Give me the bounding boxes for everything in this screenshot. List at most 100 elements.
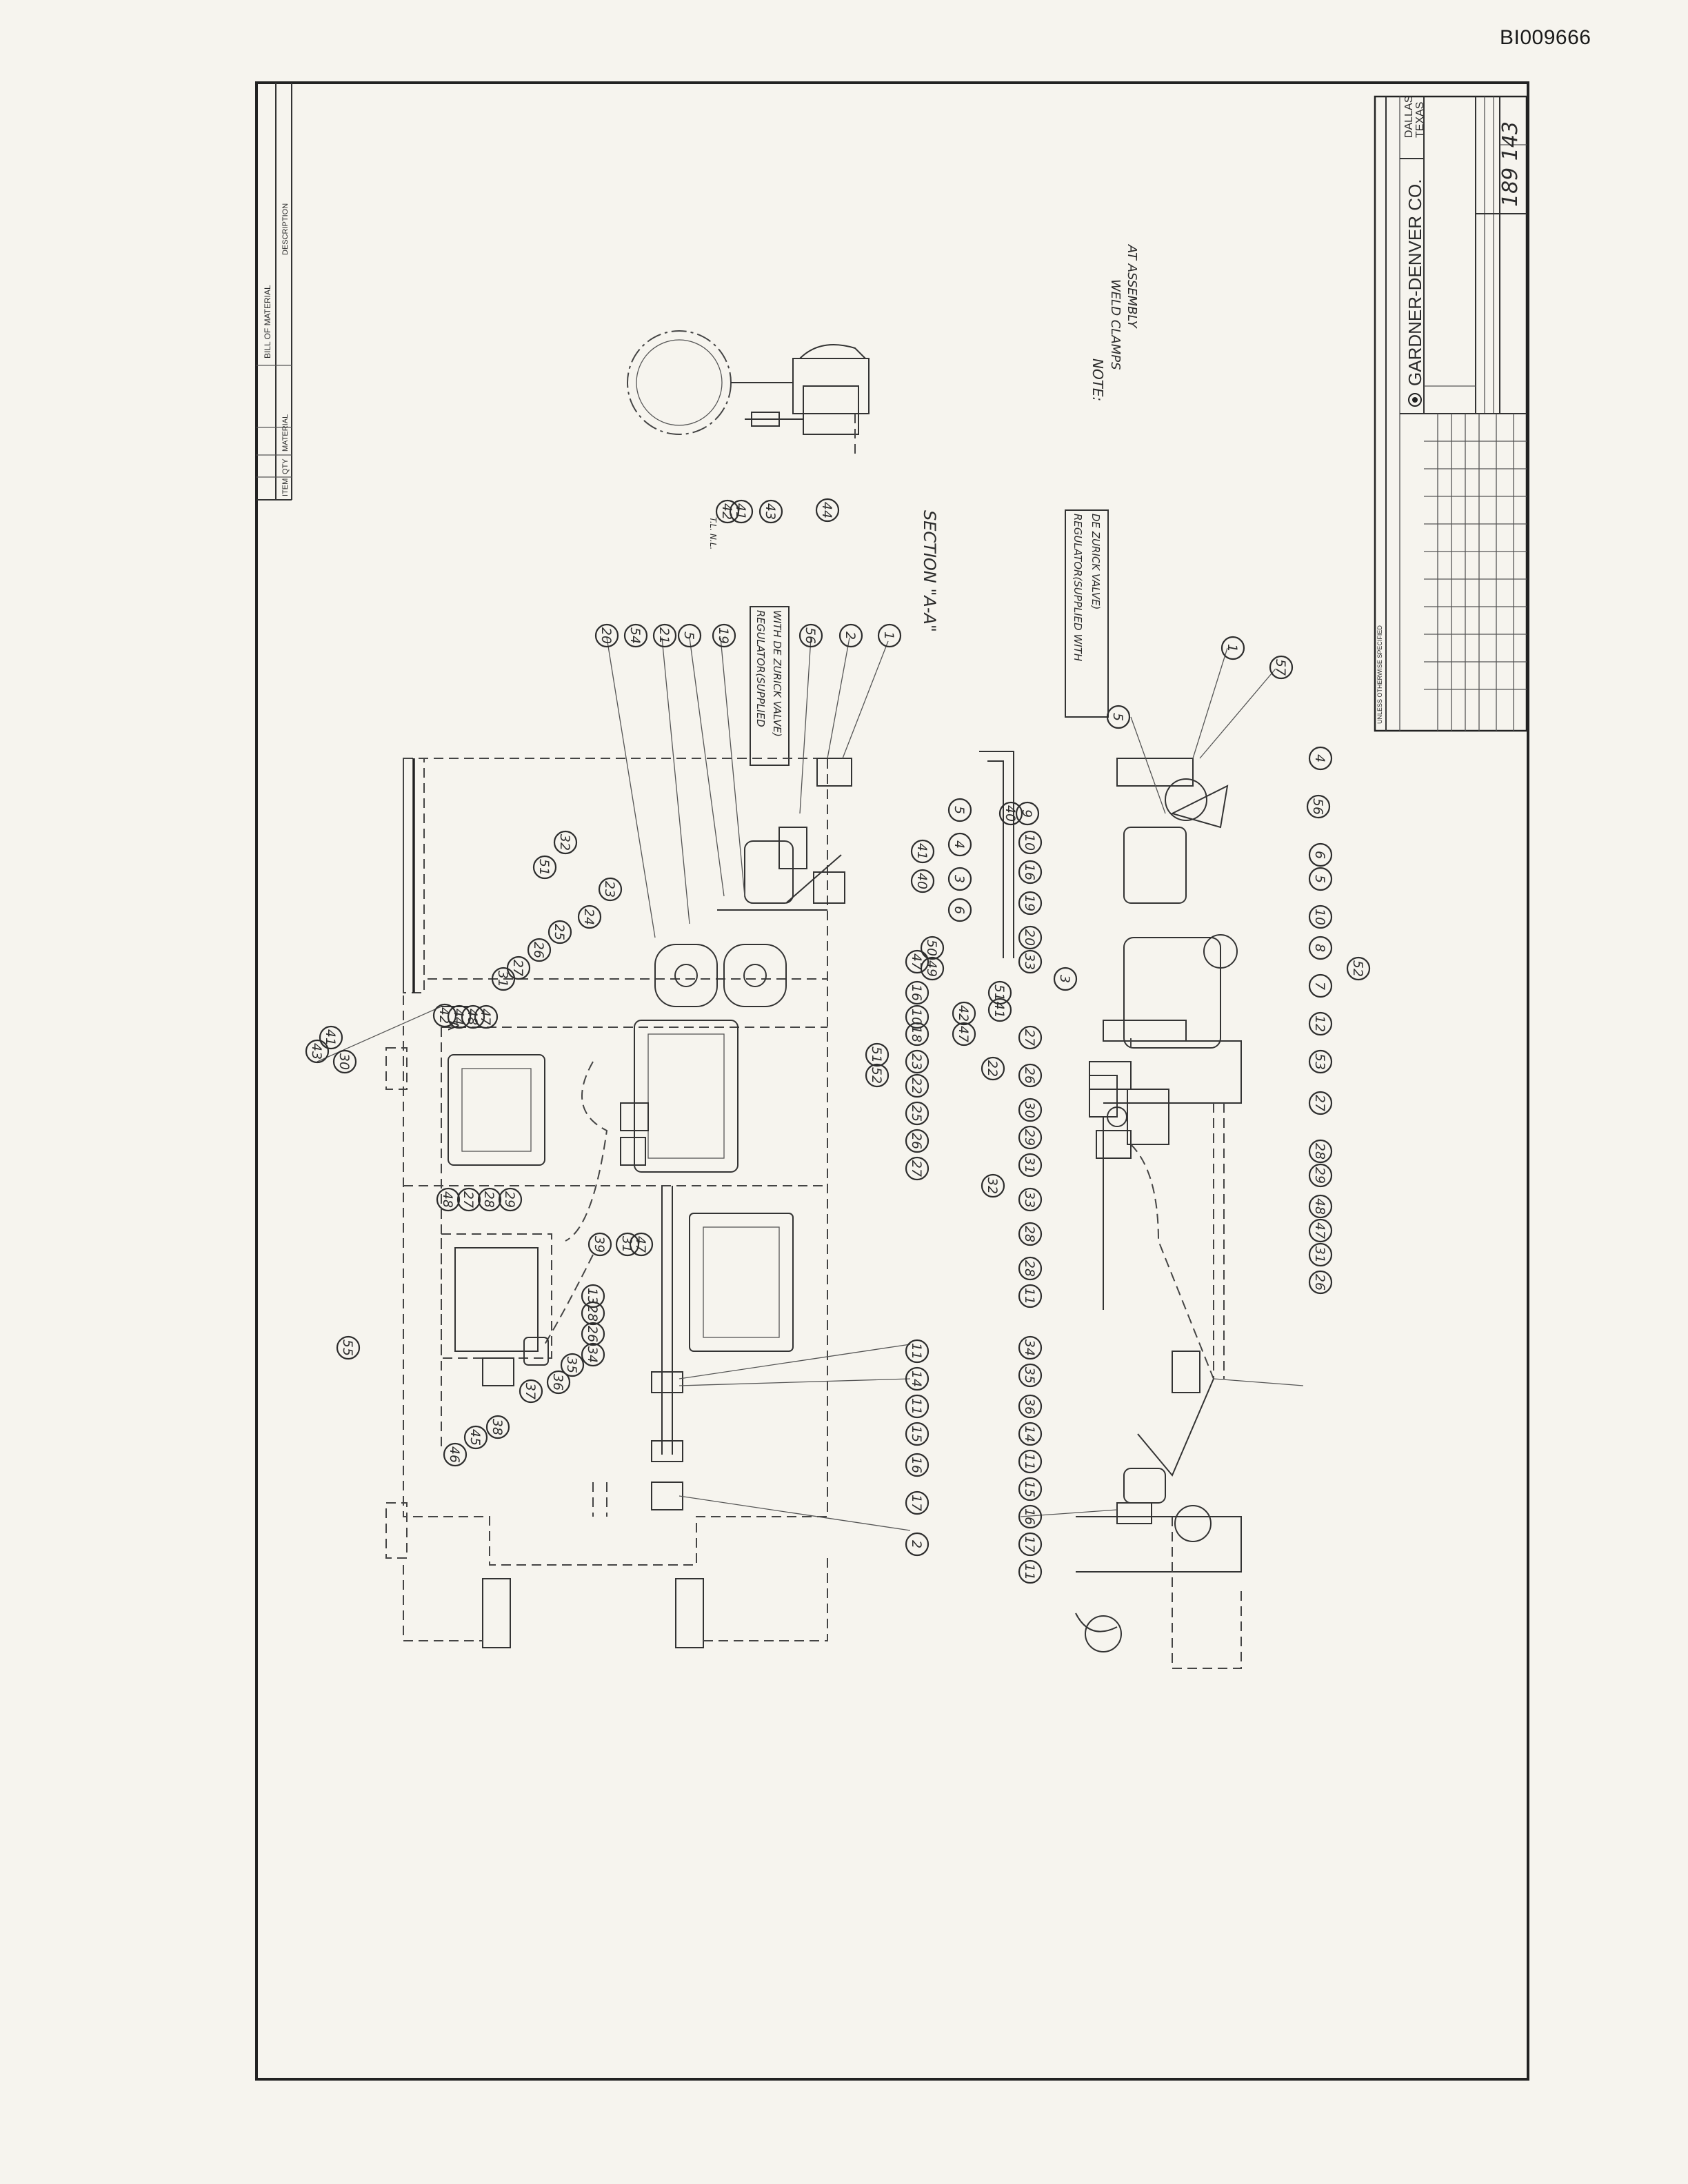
callout-number: 10: [1312, 909, 1327, 925]
callout-balloon: 40: [910, 869, 935, 893]
callout-balloon: 51: [865, 1042, 890, 1067]
callout-number: 22: [985, 1060, 1000, 1077]
callout-number: 10: [909, 1009, 924, 1025]
callout-number: 43: [763, 503, 778, 520]
callout-number: 26: [585, 1326, 600, 1342]
callout-balloon: 56: [798, 623, 823, 648]
callout-balloon: 18: [905, 1022, 930, 1046]
callout-number: 20: [1022, 929, 1037, 946]
callout-number: 43: [309, 1043, 324, 1060]
callout-balloon: 31: [491, 967, 516, 991]
callout-number: 41: [914, 843, 930, 860]
callout-balloon: 47: [1308, 1218, 1333, 1243]
callout-balloon: 25: [547, 920, 572, 944]
callout-number: 51: [992, 984, 1007, 1001]
callout-balloon: 20: [594, 623, 619, 648]
callout-balloon: 41: [729, 499, 754, 524]
callout-balloon: 27: [456, 1187, 481, 1212]
regulator-top-line1: REGULATOR(SUPPLIED: [754, 610, 767, 727]
callout-number: 34: [585, 1346, 600, 1363]
callout-number: 1: [1225, 644, 1240, 652]
callout-balloon: 13: [581, 1284, 605, 1308]
callout-balloon: 7: [1308, 973, 1333, 998]
nominal-label: T.L. N.L.: [708, 517, 718, 549]
regulator-bottom-line2: DE ZURICK VALVE): [1089, 514, 1102, 609]
callout-number: 5: [952, 806, 967, 814]
callout-number: 19: [716, 627, 731, 644]
callout-balloon: 29: [498, 1187, 523, 1212]
callout-number: 34: [1022, 1339, 1037, 1356]
callout-balloon: 11: [905, 1394, 930, 1419]
callout-number: 42: [956, 1005, 971, 1022]
callout-number: 41: [323, 1029, 338, 1046]
callout-number: 11: [1022, 1288, 1037, 1304]
callout-balloon: 33: [1018, 949, 1043, 974]
callout-balloon: 47: [952, 1022, 976, 1046]
callout-number: 27: [461, 1191, 476, 1208]
callout-balloon: 4: [947, 832, 972, 857]
callout-number: 31: [495, 971, 510, 987]
bom-col-item: ITEM: [281, 478, 290, 496]
callout-balloon: 1: [1220, 636, 1245, 660]
callout-balloon: 36: [546, 1370, 571, 1395]
callout-number: 3: [1057, 975, 1072, 983]
callout-number: 18: [909, 1026, 924, 1042]
callout-number: 3: [952, 875, 967, 883]
callout-number: 56: [1310, 798, 1325, 815]
callout-number: 47: [633, 1236, 648, 1253]
callout-balloon: 28: [581, 1301, 605, 1326]
callout-number: 14: [909, 1371, 924, 1387]
callout-balloon: 38: [485, 1415, 510, 1439]
callout-balloon: 51: [987, 980, 1012, 1005]
callout-balloon: 41: [319, 1025, 343, 1050]
section-a-a-detail: SECTION "A-A" T.L. N.L.: [627, 330, 939, 632]
callout-number: 51: [869, 1046, 884, 1063]
callout-number: 47: [1312, 1222, 1327, 1239]
callout-balloon: 35: [560, 1353, 585, 1377]
callout-balloon: 15: [1018, 1477, 1043, 1502]
callout-number: 35: [564, 1357, 579, 1373]
callout-number: 54: [627, 627, 643, 644]
callout-number: 5: [681, 631, 696, 640]
callout-balloon: 2: [905, 1532, 930, 1557]
callout-balloon: 41: [987, 998, 1012, 1022]
leader-lines: [316, 637, 1304, 1531]
callout-balloon: 11: [1018, 1559, 1043, 1584]
callout-balloon: 27: [1308, 1091, 1333, 1115]
callout-number: 39: [592, 1236, 607, 1253]
callout-balloon: 17: [905, 1490, 930, 1515]
callout-number: 46: [447, 1446, 462, 1463]
callout-balloon: 22: [905, 1073, 930, 1098]
callout-number: 29: [502, 1191, 517, 1208]
callout-balloon: 17: [1018, 1532, 1043, 1557]
callout-number: 30: [1022, 1102, 1037, 1118]
callout-number: 31: [619, 1236, 634, 1253]
callout-balloon: 50: [920, 936, 945, 960]
callout-number: 42: [436, 1007, 452, 1024]
callout-balloon: 26: [527, 938, 552, 962]
callout-balloon: 16: [905, 980, 930, 1005]
callout-balloon: 41: [910, 839, 935, 864]
callout-balloon: 39: [587, 1232, 612, 1257]
bom-col-material: MATERIAL: [281, 414, 290, 452]
callout-number: 44: [819, 502, 834, 518]
callout-balloon: 53: [1308, 1049, 1333, 1074]
callout-number: 33: [1022, 1191, 1037, 1208]
callout-number: 19: [1022, 895, 1037, 911]
note-line-2: AT ASSEMBLY: [1125, 244, 1139, 330]
bill-of-material: BILL OF MATERIAL ITEM QTY MATERIAL DESCR…: [257, 83, 292, 501]
callout-number: 27: [1022, 1029, 1037, 1046]
callout-balloon: 28: [1018, 1222, 1043, 1246]
callout-balloon: 15: [905, 1422, 930, 1446]
callout-balloon: 52: [865, 1063, 890, 1088]
callout-number: 5: [1312, 875, 1327, 883]
regulator-labels: REGULATOR(SUPPLIED WITH DE ZURICK VALVE)…: [750, 509, 1109, 766]
callout-number: 17: [1022, 1536, 1037, 1553]
callout-number: 28: [585, 1305, 600, 1322]
company-logo-icon: [1408, 393, 1422, 407]
callout-number: 17: [909, 1495, 924, 1511]
callout-balloon: 33: [1018, 1187, 1043, 1212]
callout-number: 41: [733, 503, 748, 520]
callout-balloon: 23: [905, 1049, 930, 1074]
